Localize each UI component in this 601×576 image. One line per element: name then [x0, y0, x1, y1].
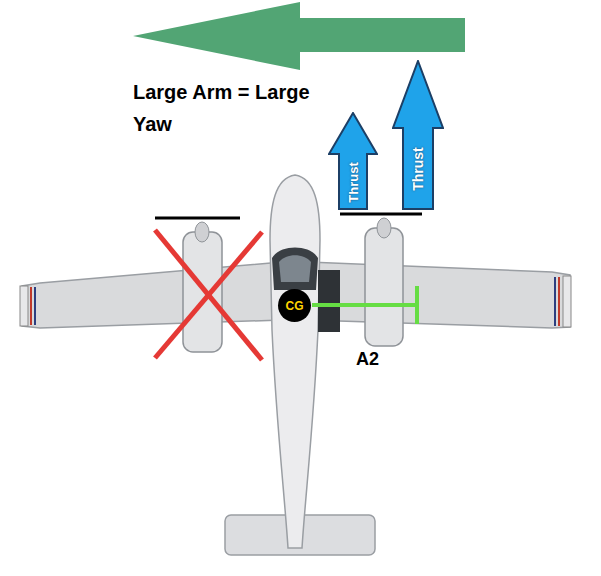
- right-engine: [365, 228, 403, 346]
- cg-label: CG: [286, 300, 304, 312]
- windshield: [272, 248, 318, 291]
- canopy: [279, 255, 311, 282]
- wingtip-stripe: [34, 287, 36, 325]
- propeller-line: [340, 213, 422, 216]
- thrust-arrow: [393, 61, 443, 209]
- moment-arm: [312, 303, 417, 307]
- arm-label: A2: [356, 348, 416, 370]
- cg-marker: CG: [278, 289, 311, 322]
- yaw-arrow: [133, 2, 465, 70]
- spinner: [377, 218, 391, 238]
- wingtip-stripe: [554, 277, 556, 326]
- moment-arm-tick: [415, 286, 419, 324]
- thrust-label: Thrust: [346, 162, 359, 202]
- wingtip: [20, 286, 28, 326]
- fuselage: [270, 175, 320, 548]
- wingtip: [563, 276, 571, 327]
- thrust-arrow: Thrust: [328, 112, 378, 210]
- wingtip-stripe: [30, 287, 32, 325]
- left-wing: [22, 262, 282, 328]
- failed-engine-cross: [155, 230, 262, 360]
- door: [318, 270, 340, 332]
- propeller-line: [155, 217, 240, 220]
- thrust-arrow: Thrust: [392, 60, 444, 210]
- wingtip-stripe: [558, 277, 560, 326]
- thrust-label: Thrust: [411, 147, 425, 191]
- spinner: [195, 222, 209, 242]
- right-wing: [308, 262, 570, 328]
- thrust-arrow: [329, 113, 377, 209]
- failed-engine-cross: [155, 232, 262, 358]
- left-engine: [183, 232, 222, 352]
- caption-note: Large Arm = Large Yaw: [133, 76, 338, 140]
